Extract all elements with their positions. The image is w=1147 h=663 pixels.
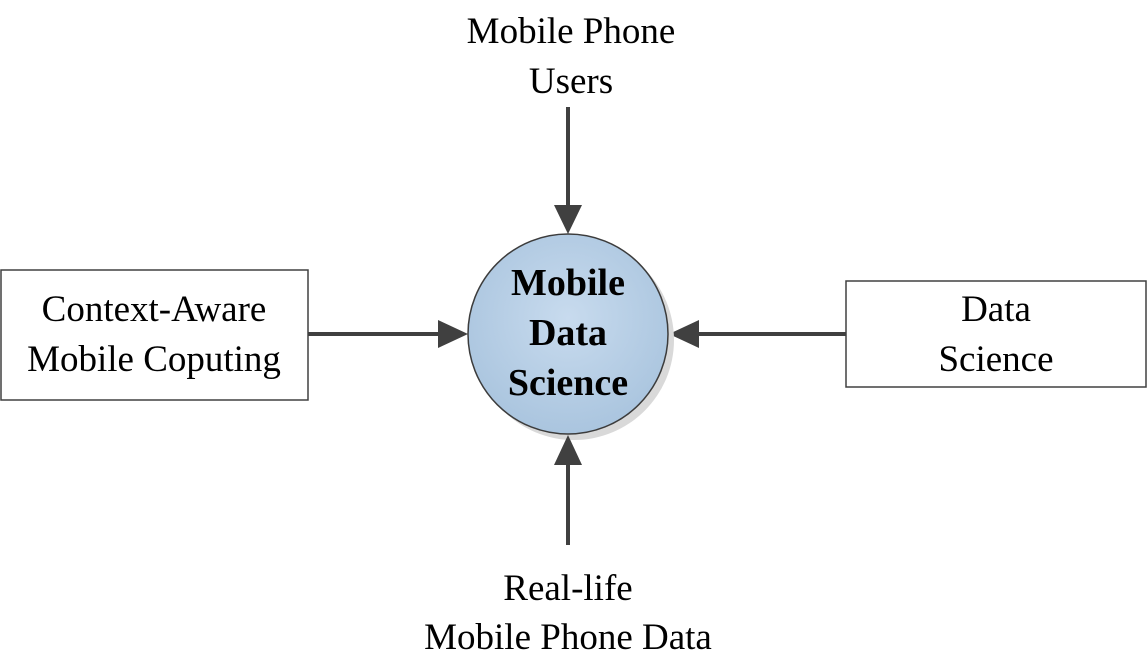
center-node-label-line-1: Mobile [511, 262, 625, 304]
bottom-node-label-line-1: Real-life [503, 568, 632, 609]
right-arrow [669, 320, 846, 348]
center-node-label-line-3: Science [508, 362, 628, 404]
left-arrow [308, 320, 468, 348]
left-node-box: Context-Aware Mobile Coputing [0, 269, 309, 401]
right-node-label-line-1: Data [961, 289, 1031, 330]
top-node-label-line-2: Users [529, 61, 613, 102]
center-node: Mobile Data Science [467, 233, 674, 440]
center-node-circle [467, 233, 669, 435]
bottom-node-label-line-2: Mobile Phone Data [424, 617, 712, 658]
right-node-box: Data Science [845, 280, 1147, 388]
left-node-label-line-2: Mobile Coputing [27, 339, 281, 380]
top-arrow [554, 107, 582, 234]
left-node-label-line-1: Context-Aware [42, 289, 267, 330]
top-node-label-line-1: Mobile Phone [467, 11, 676, 52]
bottom-arrow [554, 435, 582, 545]
center-node-label-line-2: Data [529, 312, 607, 354]
right-node-label-line-2: Science [938, 339, 1053, 380]
